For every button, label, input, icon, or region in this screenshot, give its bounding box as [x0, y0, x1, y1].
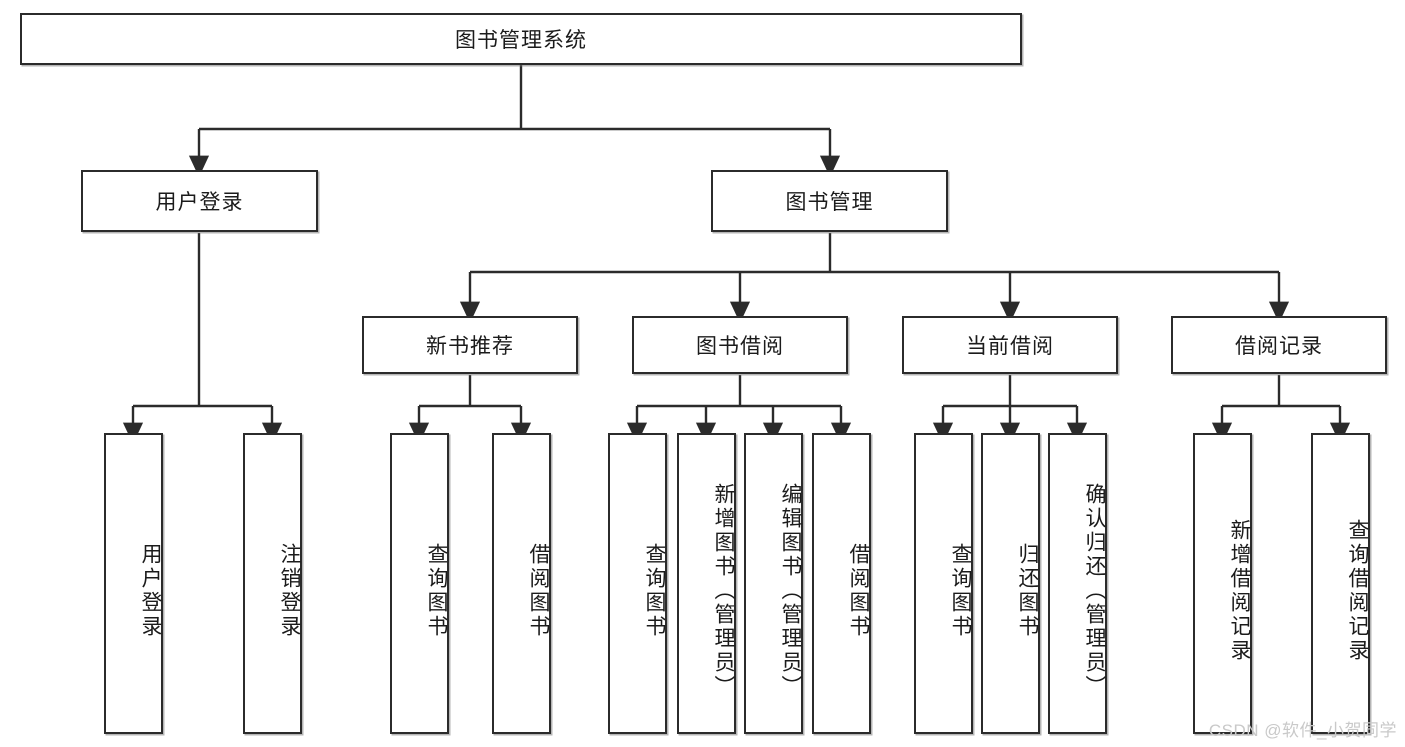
node-leaf-book-borrow-borrow[interactable]: 借阅图书 — [812, 433, 871, 734]
node-label: 注销登录 — [278, 542, 301, 639]
node-label: 借阅记录 — [1235, 335, 1323, 358]
node-label: 图书管理 — [785, 191, 874, 214]
node-leaf-borrow-record-add[interactable]: 新增借阅记录 — [1193, 433, 1252, 734]
node-label: 新增图书（管理员） — [712, 482, 735, 699]
node-label: 查询借阅记录 — [1346, 518, 1369, 663]
node-label: 新书推荐 — [426, 335, 514, 358]
node-leaf-book-borrow-add[interactable]: 新增图书（管理员） — [677, 433, 736, 734]
node-label: 查询图书 — [949, 542, 972, 639]
node-label: 查询图书 — [643, 542, 666, 639]
node-current-borrow[interactable]: 当前借阅 — [902, 316, 1118, 374]
node-label: 用户登录 — [139, 542, 162, 639]
node-leaf-current-borrow-return[interactable]: 归还图书 — [981, 433, 1040, 734]
node-label: 查询图书 — [425, 542, 448, 639]
node-label: 图书管理系统 — [455, 29, 587, 52]
node-label: 编辑图书（管理员） — [779, 482, 802, 699]
node-leaf-borrow-record-query[interactable]: 查询借阅记录 — [1311, 433, 1370, 734]
node-leaf-book-borrow-edit[interactable]: 编辑图书（管理员） — [744, 433, 803, 734]
node-leaf-new-book-query[interactable]: 查询图书 — [390, 433, 449, 734]
node-label: 借阅图书 — [527, 542, 550, 639]
node-leaf-current-borrow-confirm-return[interactable]: 确认归还（管理员） — [1048, 433, 1107, 734]
node-leaf-current-borrow-query[interactable]: 查询图书 — [914, 433, 973, 734]
node-label: 归还图书 — [1016, 542, 1039, 639]
node-book-management[interactable]: 图书管理 — [711, 170, 948, 232]
node-new-book-recommend[interactable]: 新书推荐 — [362, 316, 578, 374]
node-leaf-user-login-login[interactable]: 用户登录 — [104, 433, 163, 734]
node-leaf-new-book-borrow[interactable]: 借阅图书 — [492, 433, 551, 734]
node-user-login[interactable]: 用户登录 — [81, 170, 318, 232]
node-label: 确认归还（管理员） — [1083, 482, 1106, 699]
node-borrow-record[interactable]: 借阅记录 — [1171, 316, 1387, 374]
node-root-book-management-system[interactable]: 图书管理系统 — [20, 13, 1022, 65]
node-label: 借阅图书 — [847, 542, 870, 639]
node-label: 用户登录 — [155, 191, 244, 214]
node-label: 新增借阅记录 — [1228, 518, 1251, 663]
node-label: 图书借阅 — [696, 335, 784, 358]
node-leaf-user-login-logout[interactable]: 注销登录 — [243, 433, 302, 734]
node-label: 当前借阅 — [966, 335, 1054, 358]
node-book-borrow[interactable]: 图书借阅 — [632, 316, 848, 374]
node-leaf-book-borrow-query[interactable]: 查询图书 — [608, 433, 667, 734]
